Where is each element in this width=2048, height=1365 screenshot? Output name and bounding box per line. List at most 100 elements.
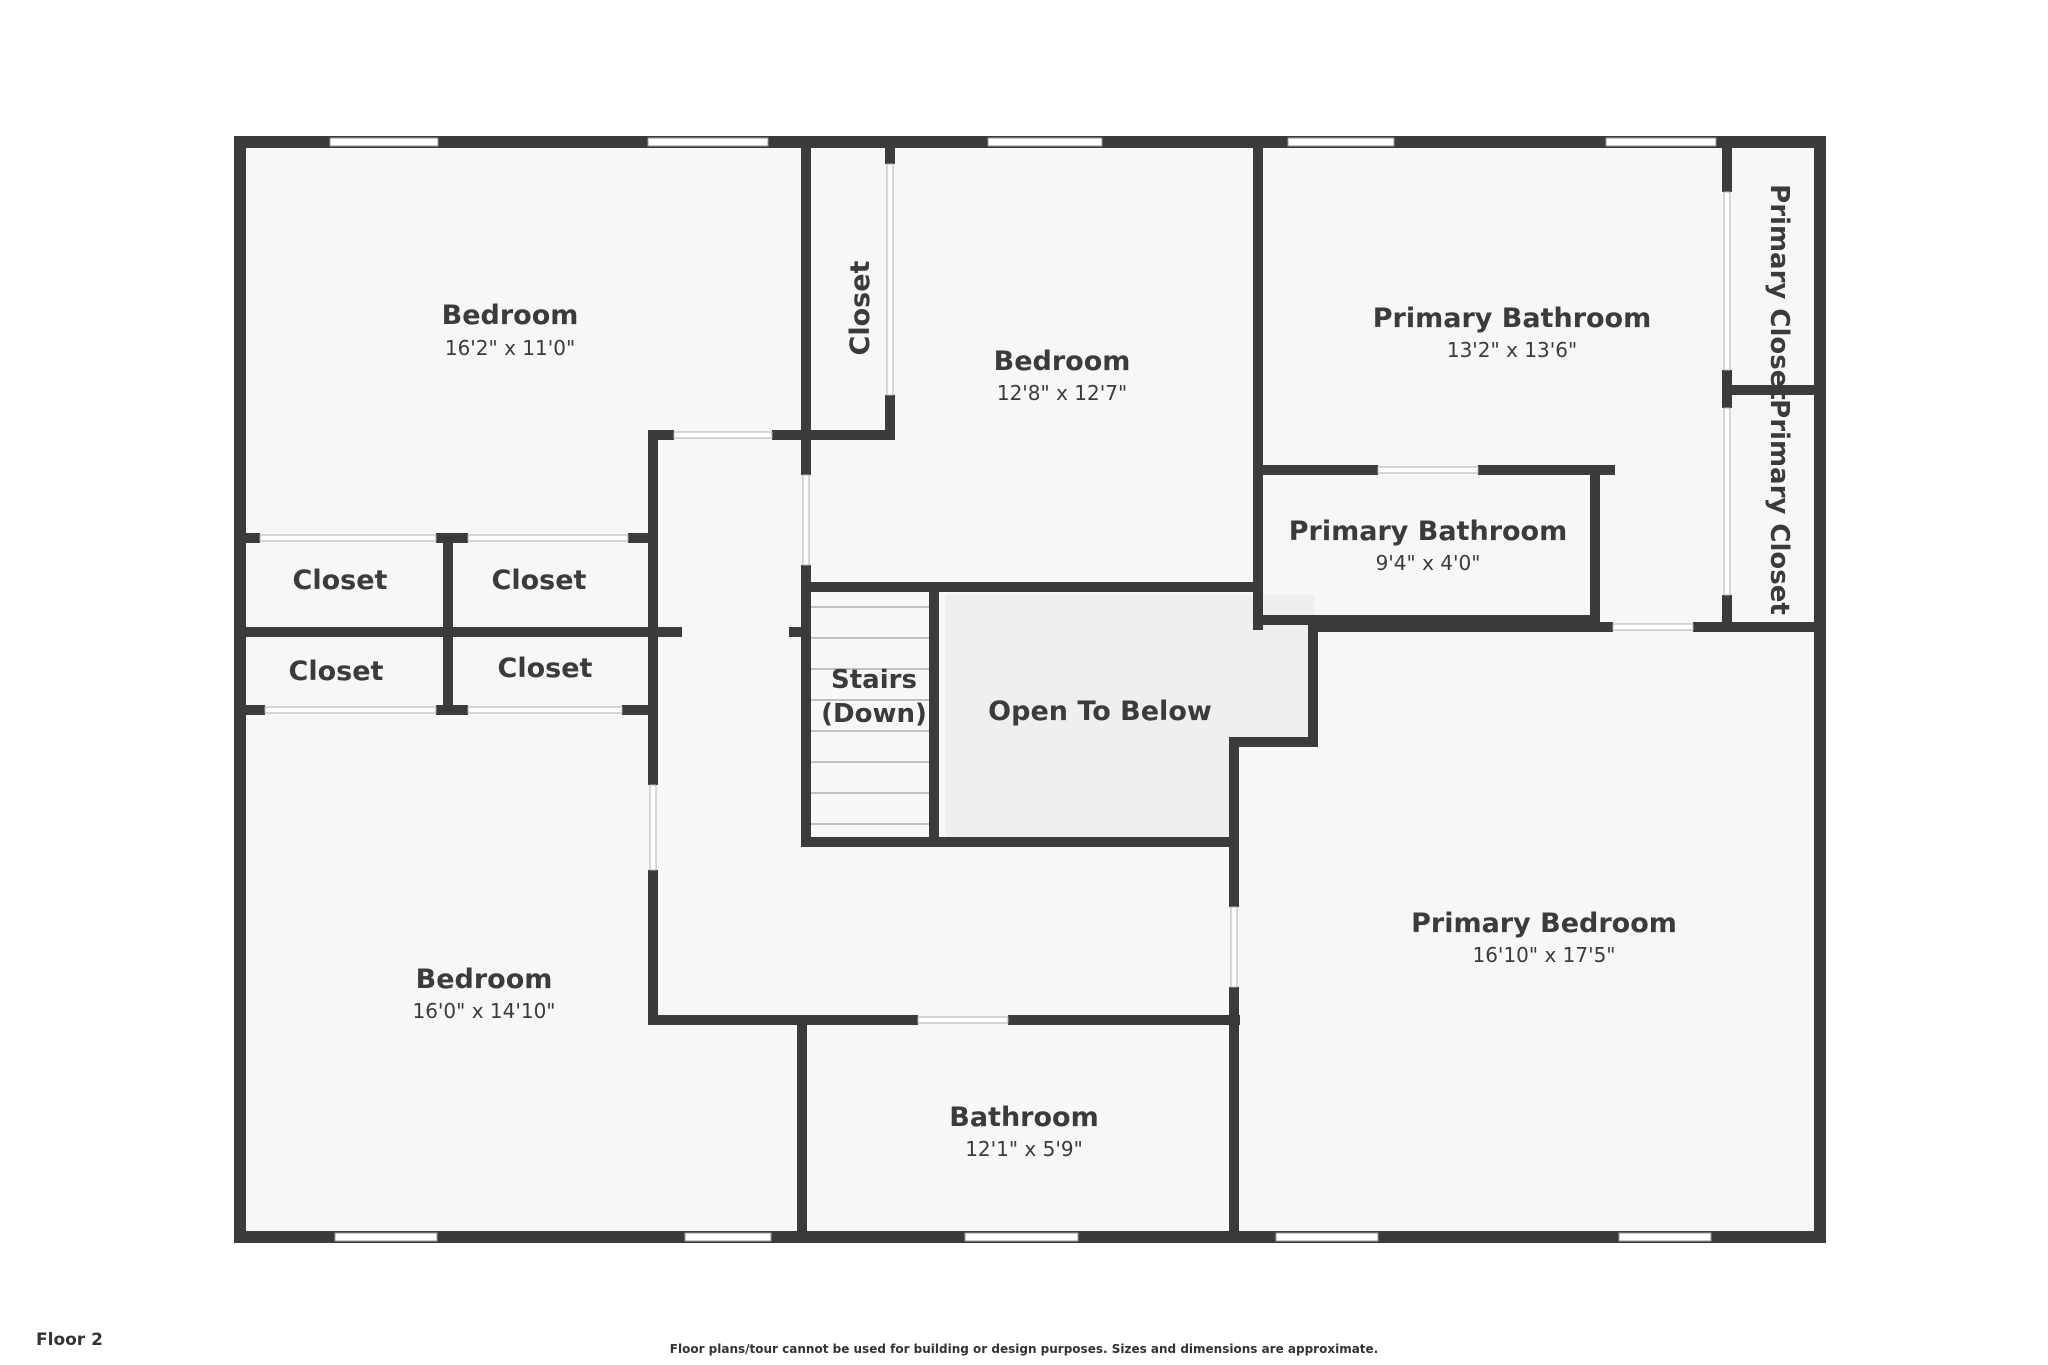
openings xyxy=(259,163,1731,1024)
wall xyxy=(1253,582,1263,622)
stair-treads xyxy=(811,606,929,825)
wall xyxy=(1253,615,1600,625)
opening xyxy=(1230,906,1238,988)
opening xyxy=(1723,407,1731,596)
room-name-closet-b: Closet xyxy=(492,565,587,596)
room-labels: Bedroom 16'2" x 11'0" Bedroom 12'8" x 12… xyxy=(289,184,1794,1161)
window xyxy=(647,137,769,147)
wall xyxy=(1722,385,1820,395)
wall xyxy=(801,142,811,442)
room-name-primary-bathroom-small: Primary Bathroom xyxy=(1289,516,1568,547)
window xyxy=(1618,1232,1712,1242)
room-name-bathroom: Bathroom xyxy=(949,1102,1098,1133)
room-name-bedroom-center: Bedroom xyxy=(994,346,1131,377)
room-dims-primary-bedroom: 16'10" x 17'5" xyxy=(1472,943,1615,967)
wall xyxy=(648,430,674,440)
room-dims-bedroom-center: 12'8" x 12'7" xyxy=(997,381,1127,405)
opening xyxy=(1612,623,1694,631)
wall xyxy=(1008,1015,1240,1025)
room-name-primary-bathroom: Primary Bathroom xyxy=(1373,303,1652,334)
room-name-primary-bedroom: Primary Bedroom xyxy=(1411,908,1677,939)
room-name-closet-d: Closet xyxy=(498,653,593,684)
room-dims-bedroom-sw: 16'0" x 14'10" xyxy=(412,999,555,1023)
opening xyxy=(802,474,810,566)
wall xyxy=(240,705,265,715)
window xyxy=(1605,137,1717,147)
opening xyxy=(467,706,623,714)
room-name-open-to-below: Open To Below xyxy=(988,696,1212,727)
wall xyxy=(1229,987,1239,1237)
wall xyxy=(622,705,658,715)
window xyxy=(964,1232,1079,1242)
floor-label: Floor 2 xyxy=(36,1330,103,1350)
room-fills xyxy=(238,142,1822,1237)
room-name-bedroom-nw: Bedroom xyxy=(442,300,579,331)
wall xyxy=(1308,622,1613,632)
window xyxy=(1287,137,1395,147)
wall xyxy=(801,837,1237,847)
room-name-bedroom-sw: Bedroom xyxy=(416,964,553,995)
wall xyxy=(789,627,809,637)
wall xyxy=(1693,622,1820,632)
opening xyxy=(917,1016,1009,1024)
wall xyxy=(885,142,895,164)
disclaimer: Floor plans/tour cannot be used for buil… xyxy=(669,1342,1379,1356)
wall xyxy=(801,565,811,845)
opening xyxy=(673,431,773,439)
wall xyxy=(1722,142,1732,192)
wall xyxy=(648,535,658,785)
wall xyxy=(648,870,658,1025)
exterior-wall-left xyxy=(234,136,246,1243)
window xyxy=(684,1232,772,1242)
wall xyxy=(1253,615,1263,630)
opening xyxy=(886,163,894,396)
wall xyxy=(648,1015,918,1025)
wall xyxy=(1590,465,1600,625)
room-dims-primary-bathroom: 13'2" x 13'6" xyxy=(1447,338,1577,362)
opening xyxy=(1377,466,1479,474)
wall xyxy=(1253,142,1263,592)
room-dims-primary-bathroom-small: 9'4" x 4'0" xyxy=(1376,551,1481,575)
opening xyxy=(259,534,437,542)
wall xyxy=(801,430,811,475)
opening xyxy=(264,706,437,714)
windows xyxy=(329,137,1717,1242)
wall xyxy=(443,533,453,715)
room-name-primary-closet-1: Primary Closet xyxy=(1764,184,1794,400)
room-name-closet-a: Closet xyxy=(293,565,388,596)
room-name-closet-c: Closet xyxy=(289,656,384,687)
wall xyxy=(885,395,895,440)
window xyxy=(1275,1232,1379,1242)
wall xyxy=(436,705,468,715)
window xyxy=(334,1232,438,1242)
wall xyxy=(240,627,682,637)
wall xyxy=(628,533,656,543)
window xyxy=(987,137,1103,147)
wall xyxy=(1308,622,1318,747)
exterior-wall-right xyxy=(1814,136,1826,1243)
wall xyxy=(1253,465,1378,475)
room-name-stairs-line2: (Down) xyxy=(821,699,927,729)
room-dims-bathroom: 12'1" x 5'9" xyxy=(965,1137,1083,1161)
wall xyxy=(801,430,895,440)
opening xyxy=(467,534,629,542)
walls xyxy=(234,136,1826,1243)
window xyxy=(329,137,439,147)
opening xyxy=(649,784,657,871)
wall xyxy=(240,533,260,543)
wall xyxy=(801,582,1263,592)
wall xyxy=(1478,465,1615,475)
wall xyxy=(1722,595,1732,632)
wall xyxy=(1229,737,1239,907)
wall xyxy=(929,592,939,847)
open-to-below-fill xyxy=(945,595,1315,845)
room-name-closet-center: Closet xyxy=(845,260,876,355)
wall xyxy=(797,1015,807,1235)
wall xyxy=(1229,737,1318,747)
wall xyxy=(648,430,658,535)
wall xyxy=(772,430,809,440)
room-name-stairs-line1: Stairs xyxy=(831,665,917,695)
opening xyxy=(1723,191,1731,371)
room-dims-bedroom-nw: 16'2" x 11'0" xyxy=(445,336,575,360)
